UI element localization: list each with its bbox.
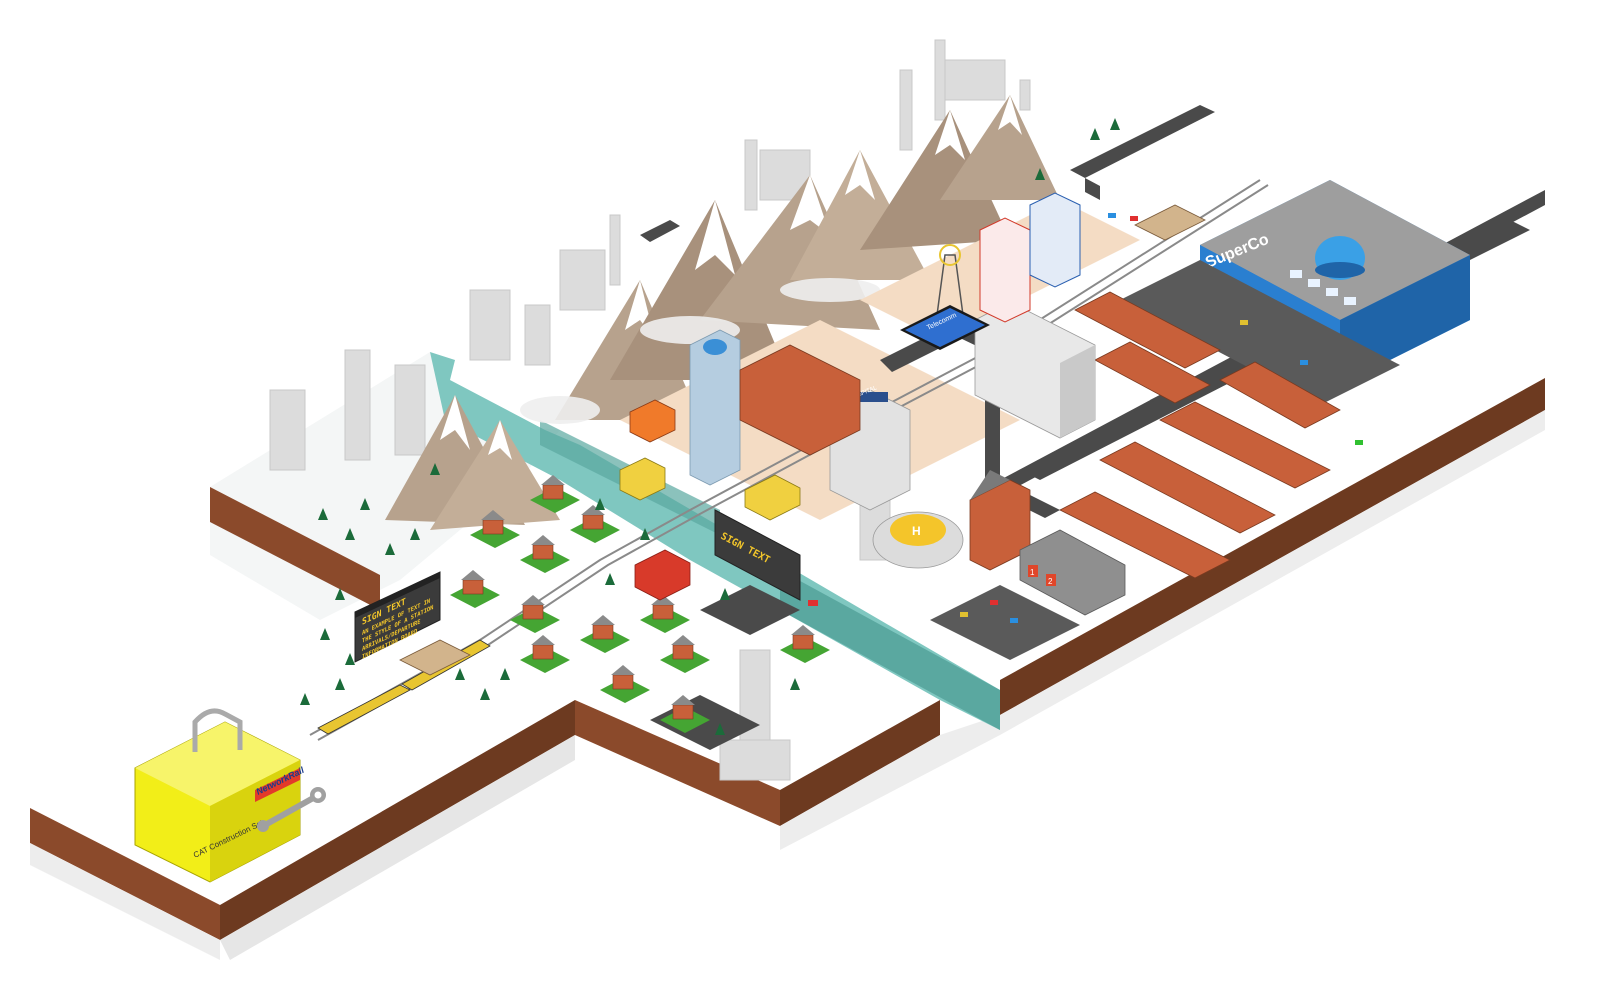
- warehouse: 1 2: [1019, 529, 1126, 616]
- church: [739, 325, 1031, 571]
- garage-bay-2: 2: [1048, 577, 1053, 586]
- vehicles: [808, 213, 1363, 623]
- pine-trees: [300, 118, 1120, 735]
- suburban-houses: [450, 475, 830, 733]
- toolbox: NetworkRail CAT Construction Set: [134, 708, 306, 883]
- wrench-icon: [257, 787, 326, 832]
- stations: [399, 204, 1206, 676]
- terraced-houses: [1059, 291, 1341, 579]
- office-blocks: HOSPITAL H: [689, 301, 1096, 569]
- wall-sign: SIGN TEXT: [714, 509, 801, 601]
- supermarket-car-park: [930, 260, 1400, 660]
- mountain-range: [385, 95, 1060, 530]
- ground-slab: [30, 60, 1545, 960]
- small-shops: [619, 399, 801, 601]
- icon-cubes: [979, 192, 1081, 323]
- telecomm-tower: Telecomm: [900, 244, 990, 350]
- garage-bay-1: 1: [1030, 568, 1035, 577]
- helipad-mark: H: [912, 524, 921, 538]
